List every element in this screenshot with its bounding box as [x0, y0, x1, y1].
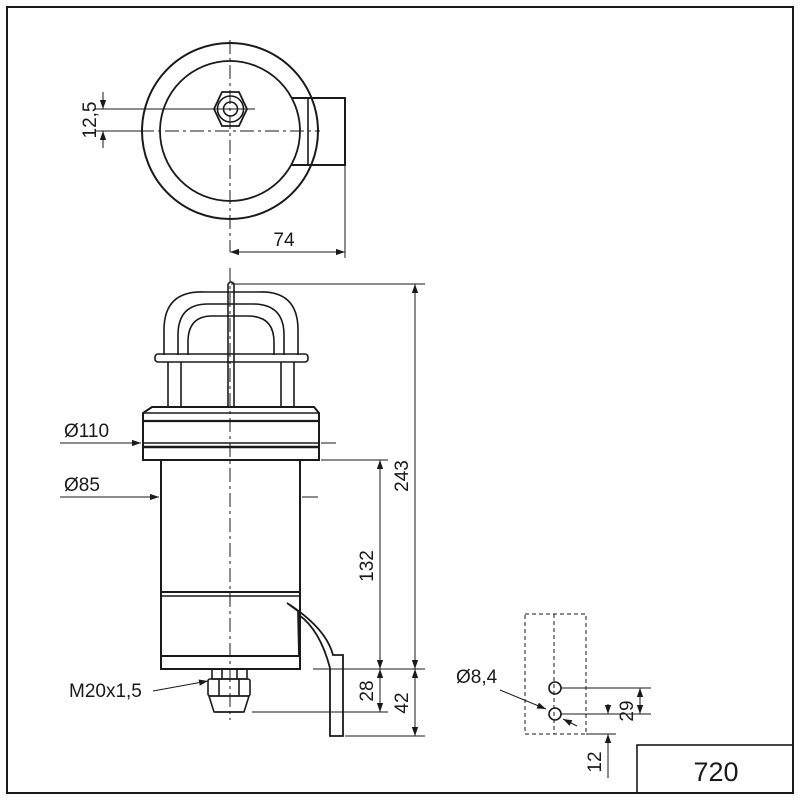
mounting-bracket	[286, 602, 344, 737]
sheet-number: 720	[693, 757, 738, 787]
dim-243: 243	[392, 460, 413, 492]
dim-diameter-85: Ø85	[64, 475, 100, 496]
bracket-outline	[524, 613, 587, 735]
side-connector-box	[292, 97, 346, 166]
sheet-border	[6, 6, 794, 794]
title-block: 720	[636, 744, 794, 794]
side-view: Ø110 Ø85 243 132 28 42 M20x1,5	[60, 268, 425, 737]
dim-hole-diameter: Ø8,4	[456, 667, 498, 688]
flange	[142, 406, 320, 461]
cable-gland	[207, 668, 251, 713]
dim-diameter-110: Ø110	[64, 421, 109, 442]
dim-12: 12	[585, 751, 606, 772]
dim-28: 28	[357, 680, 378, 701]
dim-132: 132	[357, 550, 378, 582]
thread-label: M20x1,5	[69, 681, 142, 702]
hole-upper	[548, 681, 562, 695]
dim-12-5: 12,5	[80, 102, 101, 139]
top-view: 12,5 74	[80, 40, 346, 258]
protective-cage	[154, 281, 309, 407]
bracket-hole-detail: Ø8,4 29 12	[456, 613, 651, 778]
dim-29: 29	[617, 700, 638, 721]
hole-lower	[548, 707, 562, 721]
dim-42: 42	[392, 692, 413, 713]
dim-74: 74	[273, 230, 295, 251]
